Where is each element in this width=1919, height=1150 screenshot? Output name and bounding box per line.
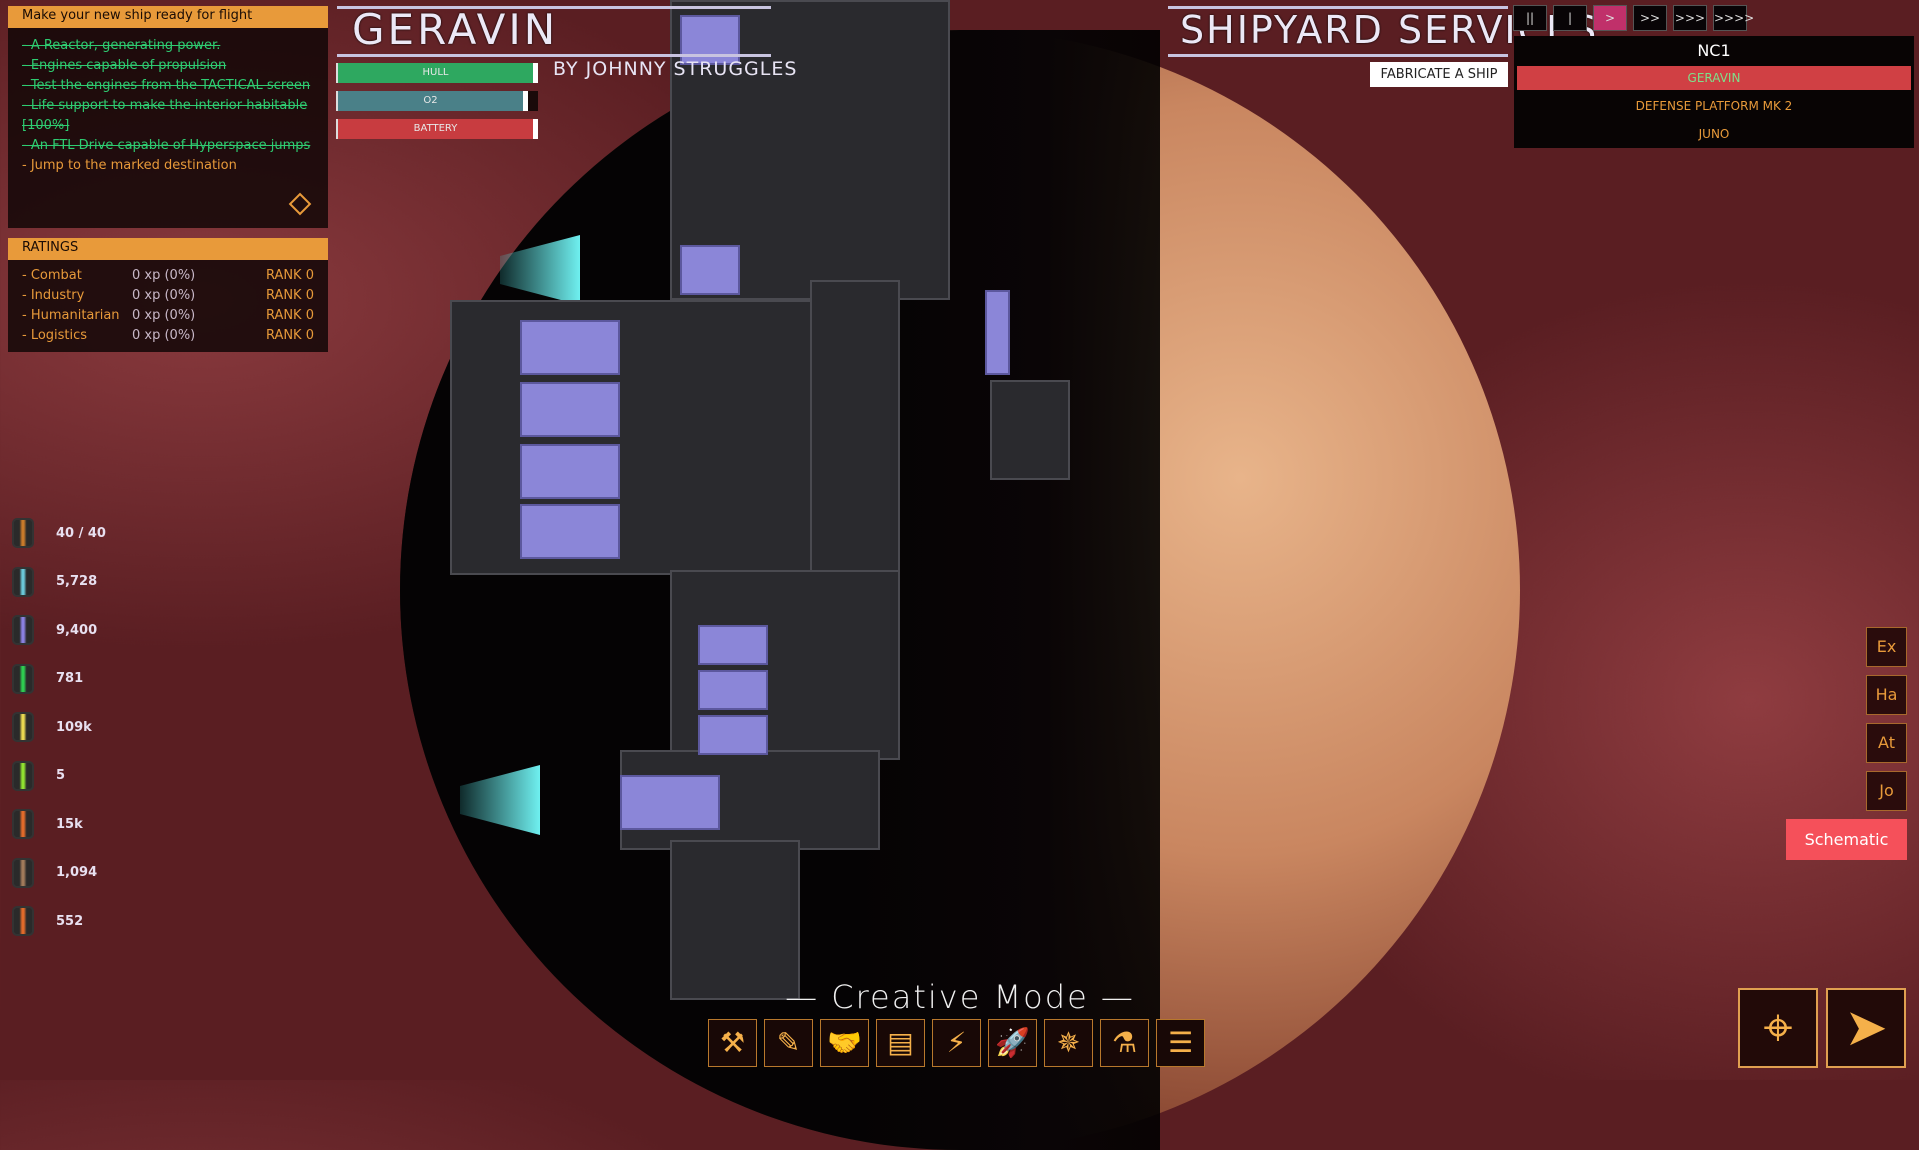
power-button[interactable]: ⚡ <box>932 1019 981 1067</box>
ratings-title: RATINGS <box>8 238 328 260</box>
hull-bar: HULL <box>336 63 538 83</box>
resource-row: 781 <box>12 663 83 694</box>
menu-list-button[interactable]: ☰ <box>1156 1019 1205 1067</box>
objective-item: - Engines capable of propulsion <box>22 58 227 73</box>
ship-schematic[interactable] <box>450 0 1140 1000</box>
trade-handshake-button[interactable]: 🤝 <box>820 1019 869 1067</box>
side-tab-ex[interactable]: Ex <box>1866 627 1907 667</box>
crew-icon <box>12 518 34 548</box>
water-canister-icon <box>12 566 34 597</box>
compass-icon: ✵ <box>1056 1026 1081 1059</box>
ship-name: GERAVIN <box>352 5 559 54</box>
document-list-icon: ▤ <box>887 1026 914 1059</box>
science-flask-icon: ⚗ <box>1111 1026 1138 1059</box>
resource-row: 5,728 <box>12 566 97 597</box>
objectives-title: Make your new ship ready for flight <box>8 6 328 28</box>
navigation-ship-icon: ➤ <box>1844 998 1888 1058</box>
document-list-button[interactable]: ▤ <box>876 1019 925 1067</box>
resource-row: 5 <box>12 760 65 791</box>
objective-item: - Life support to make the interior habi… <box>22 98 308 133</box>
o2-bar: O2 <box>336 91 538 111</box>
targeting-crosshair-button[interactable]: ⌖ <box>1738 988 1818 1068</box>
objective-item: - Jump to the marked destination <box>22 158 237 173</box>
power-icon: ⚡ <box>946 1026 967 1059</box>
resource-row: 109k <box>12 712 92 742</box>
oxygen-canister-icon <box>12 615 34 645</box>
speed-button-3[interactable]: >> <box>1633 5 1667 31</box>
objective-item: - Test the engines from the TACTICAL scr… <box>22 78 311 93</box>
divider <box>337 6 771 9</box>
resource-row: 9,400 <box>12 615 97 645</box>
navigation-ship-button[interactable]: ➤ <box>1826 988 1906 1068</box>
divider <box>337 54 771 57</box>
science-flask-button[interactable]: ⚗ <box>1100 1019 1149 1067</box>
exotic-parts-icon <box>12 906 34 936</box>
components-icon <box>12 857 34 888</box>
creative-mode-label: — Creative Mode — <box>785 978 1135 1016</box>
divider <box>1168 6 1508 9</box>
speed-button-2[interactable]: > <box>1593 5 1627 31</box>
rocket-button[interactable]: 🚀 <box>988 1019 1037 1067</box>
fleet-item[interactable]: GERAVIN <box>1517 66 1911 90</box>
side-tab-jo[interactable]: Jo <box>1866 771 1907 811</box>
fleet-item[interactable]: DEFENSE PLATFORM MK 2 <box>1635 99 1793 113</box>
build-tools-icon: ⚒ <box>719 1026 746 1059</box>
food-crate-icon <box>12 663 34 694</box>
objective-item: - A Reactor, generating power. <box>22 38 221 53</box>
build-tools-button[interactable]: ⚒ <box>708 1019 757 1067</box>
metal-parts-icon <box>12 809 34 839</box>
resource-row: 1,094 <box>12 857 97 888</box>
side-tab-at[interactable]: At <box>1866 723 1907 763</box>
targeting-crosshair-icon: ⌖ <box>1763 998 1793 1058</box>
divider <box>1168 54 1508 57</box>
trade-handshake-icon: 🤝 <box>827 1026 862 1059</box>
fuel-canister-icon <box>12 712 34 742</box>
edit-blueprint-icon: ✎ <box>776 1026 801 1059</box>
menu-list-icon: ☰ <box>1167 1026 1194 1059</box>
speed-button-5[interactable]: >>>> <box>1713 5 1754 31</box>
rocket-icon: 🚀 <box>995 1026 1030 1059</box>
speed-button-4[interactable]: >>> <box>1673 5 1707 31</box>
resource-row: 40 / 40 <box>12 518 106 548</box>
schematic-button[interactable]: Schematic <box>1786 819 1907 860</box>
fleet-panel <box>1514 36 1914 148</box>
ship-author: BY JOHNNY STRUGGLES <box>553 58 798 80</box>
battery-bar: BATTERY <box>336 119 538 139</box>
resource-row: 15k <box>12 809 83 839</box>
fabricate-ship-button[interactable]: FABRICATE A SHIP <box>1370 62 1508 87</box>
uranium-canister-icon <box>12 760 34 791</box>
objective-item: - An FTL Drive capable of Hyperspace jum… <box>22 138 311 153</box>
compass-button[interactable]: ✵ <box>1044 1019 1093 1067</box>
fleet-header: NC1 <box>1697 41 1731 60</box>
fleet-item[interactable]: JUNO <box>1698 127 1730 141</box>
speed-button-1[interactable]: | <box>1553 5 1587 31</box>
side-tab-ha[interactable]: Ha <box>1866 675 1907 715</box>
speed-button-0[interactable]: || <box>1513 5 1547 31</box>
edit-blueprint-button[interactable]: ✎ <box>764 1019 813 1067</box>
objectives-panel: Make your new ship ready for flight - A … <box>8 6 328 228</box>
diamond-target-icon[interactable] <box>288 192 312 216</box>
resource-row: 552 <box>12 906 83 936</box>
